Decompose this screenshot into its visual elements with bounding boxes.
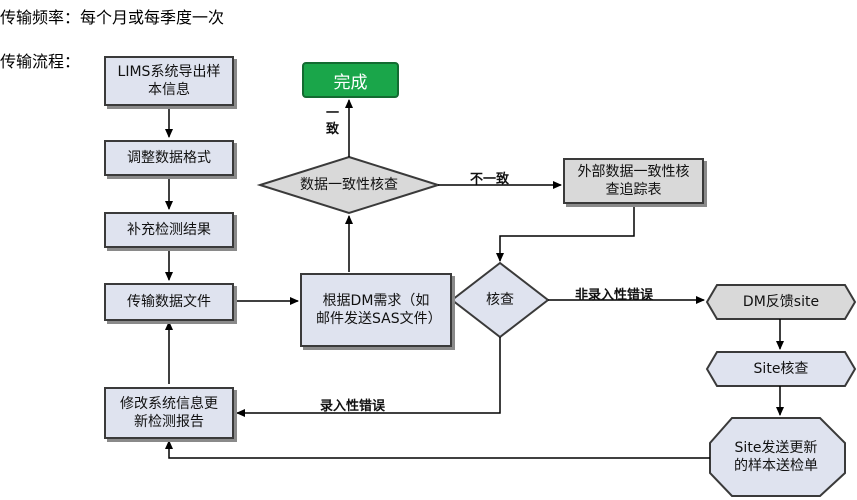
modify-system-info-text: 修改系统信息更新检测报告 — [120, 396, 218, 430]
edge-label-consistent: 一致 — [326, 106, 340, 137]
consistency-check-text: 数据一致性核查 — [300, 177, 398, 193]
transfer-process-label: 传输流程： — [0, 52, 81, 71]
dm-feedback-hexagon — [705, 284, 857, 320]
supplement-results-text: 补充检测结果 — [127, 222, 211, 238]
dm-request-text: 根据DM需求（如邮件发送SAS文件） — [316, 293, 442, 327]
done-text: 完成 — [333, 72, 368, 93]
edge-label-inconsistent: 不一致 — [470, 172, 510, 187]
edge-label-entry-error: 录入性错误 — [320, 399, 386, 414]
site-check-hexagon — [705, 351, 857, 387]
adjust-format-box: 调整数据格式 — [104, 140, 234, 176]
adjust-format-text: 调整数据格式 — [127, 150, 211, 166]
done-box: 完成 — [302, 62, 399, 98]
consistency-check-diamond — [256, 155, 442, 215]
site-check-text: Site核查 — [753, 361, 809, 377]
external-tracking-box: 外部数据一致性核查追踪表 — [563, 158, 704, 204]
external-tracking-text: 外部数据一致性核查追踪表 — [577, 164, 690, 198]
dm-request-box: 根据DM需求（如邮件发送SAS文件） — [300, 273, 452, 347]
transfer-file-text: 传输数据文件 — [127, 294, 211, 310]
transfer-frequency: 传输频率：每个月或每季度一次 — [0, 8, 225, 27]
site-resend-octagon — [709, 417, 846, 497]
modify-system-info-box: 修改系统信息更新检测报告 — [104, 387, 234, 439]
edge-label-non-entry-error: 非录入性错误 — [575, 288, 654, 303]
export-sample-info-box: LIMS系统导出样本信息 — [104, 56, 234, 106]
transfer-file-box: 传输数据文件 — [104, 283, 234, 321]
site-resend-text: Site发送更新的样本送检单 — [734, 440, 818, 474]
export-sample-info-text: LIMS系统导出样本信息 — [117, 64, 221, 98]
dm-feedback-text: DM反馈site — [742, 294, 820, 310]
verify-text: 核查 — [486, 292, 514, 308]
supplement-results-box: 补充检测结果 — [104, 212, 234, 248]
